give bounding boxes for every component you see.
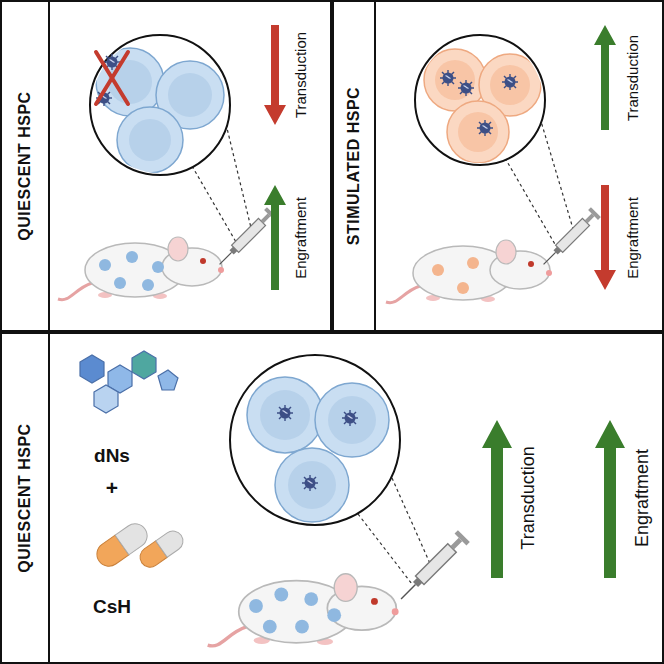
trend-label: Transduction	[518, 446, 539, 549]
treatment-label: +	[106, 476, 118, 500]
treatment-label: dNs	[94, 445, 130, 467]
mouse	[58, 237, 224, 300]
panel-title: QUIESCENT HSPC	[16, 423, 34, 572]
syringe	[539, 207, 601, 269]
cyclosporin-pills	[92, 504, 187, 590]
panel-label-strip: QUIESCENT HSPC	[0, 332, 50, 664]
stimulated-cells-zoom	[415, 35, 574, 246]
trend-label: Transduction	[292, 32, 309, 118]
transduced-quiescent-zoom	[230, 355, 432, 584]
panel-label-strip: QUIESCENT HSPC	[0, 0, 50, 332]
quiescent-cells-zoom	[90, 35, 252, 242]
syringe	[215, 207, 277, 269]
trend-arrows	[594, 25, 616, 290]
panel-label-strip: STIMULATED HSPC	[332, 0, 376, 332]
trend-label: Engraftment	[624, 197, 641, 279]
trend-label: Transduction	[624, 35, 641, 121]
treatment-label: CsH	[93, 596, 131, 618]
trend-arrows	[264, 25, 286, 290]
trend-arrows	[482, 420, 625, 578]
syringe	[395, 530, 470, 605]
mouse	[386, 240, 552, 303]
deoxynucleosides-icon	[80, 351, 178, 413]
trend-label: Engraftment	[292, 197, 309, 279]
panel-title: QUIESCENT HSPC	[16, 91, 34, 240]
trend-label: Engraftment	[632, 449, 653, 547]
mouse	[208, 574, 399, 646]
panel-title: STIMULATED HSPC	[345, 87, 363, 245]
blocked-cross	[96, 52, 128, 104]
